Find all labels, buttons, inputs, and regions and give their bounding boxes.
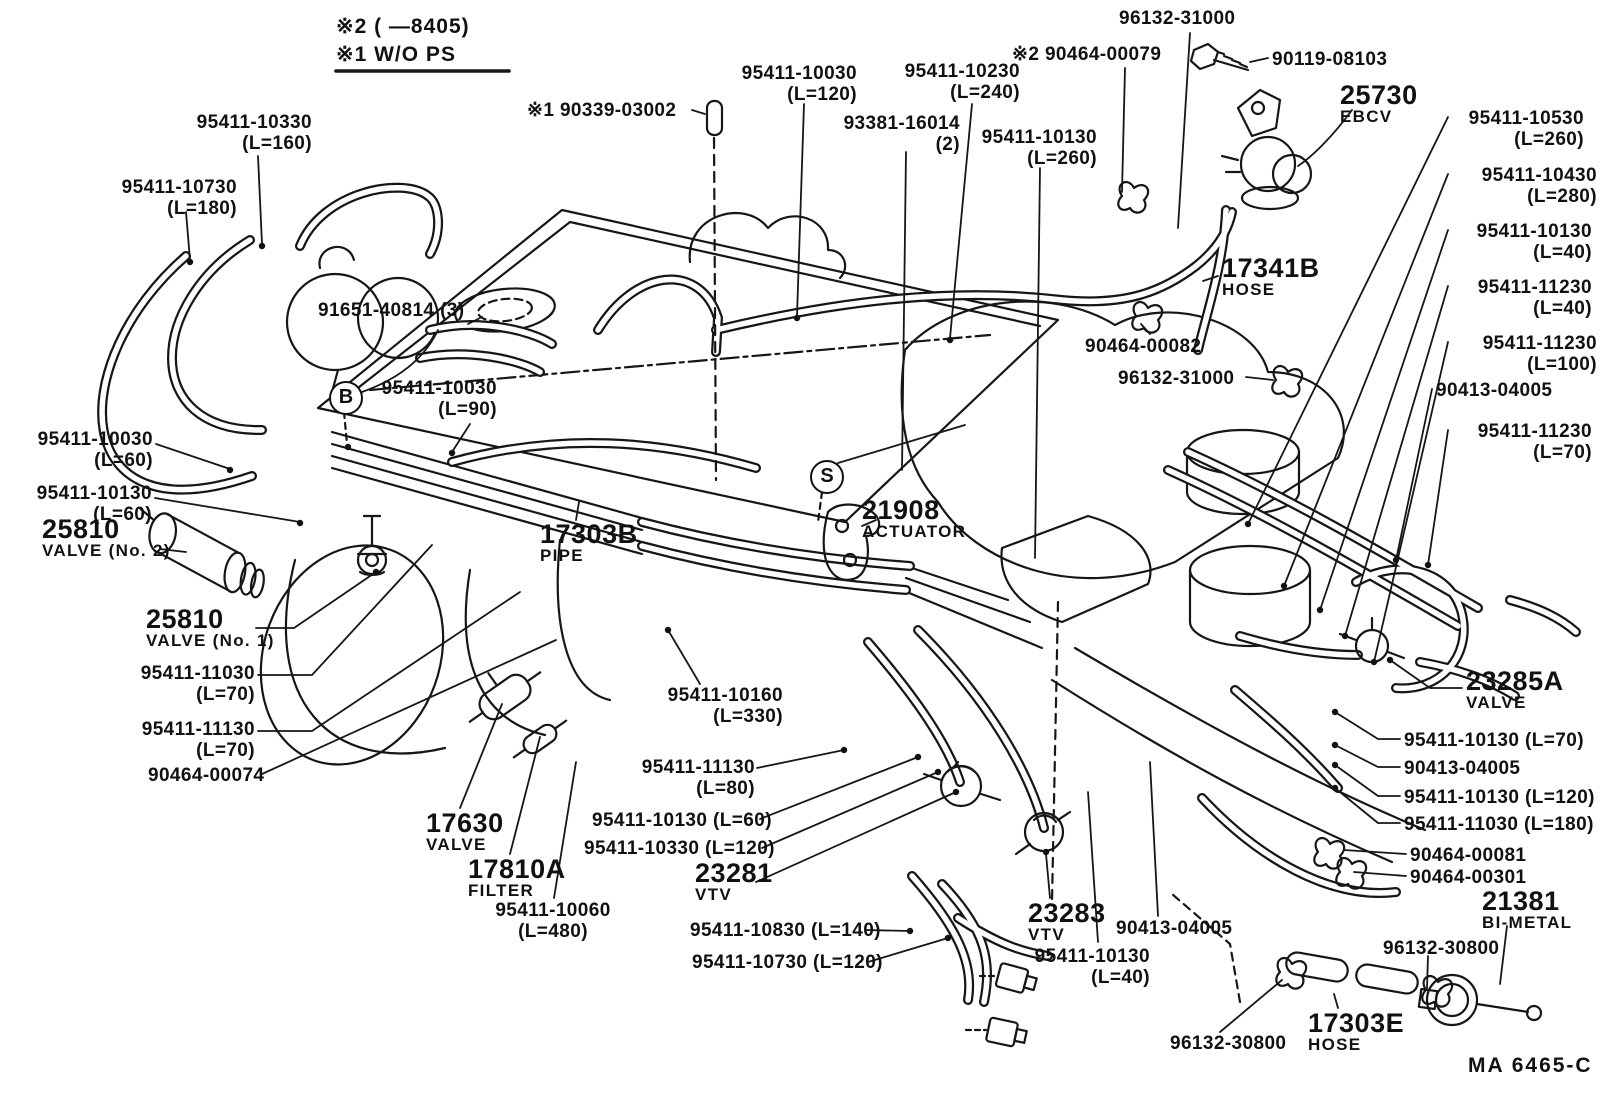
label-95411-10330-L160: 95411-10330(L=160) [196,112,312,154]
label-95411-10430-L280: 95411-10430(L=280) [1481,165,1597,207]
hoses [97,182,1581,1007]
pipe-bundle [330,430,1044,650]
label-95411-11230-L70: 95411-11230(L=70) [1477,421,1592,463]
label-95411-10030-L60: 95411-10030(L=60) [37,429,153,471]
label-90464-00074: 90464-00074 [148,765,265,786]
label-90464-00082: 90464-00082 [1085,336,1202,357]
actuator-21908-drawing [822,503,881,581]
label-95411-10330-L120: 95411-10330 (L=120) [584,838,775,859]
label-95411-10830-L140: 95411-10830 (L=140) [690,920,881,941]
label-90464-00079: ※2 90464-00079 [1012,44,1162,65]
dashed-construction-lines [342,410,1242,1004]
label-90339-03002: ※1 90339-03002 [527,100,677,121]
label-95411-11030-L70: 95411-11030(L=70) [140,663,255,705]
label-95411-10060-L480: 95411-10060(L=480) [495,900,611,942]
leader-lines [154,32,1508,1033]
label-ma-code: MA 6465-C [1468,1054,1593,1077]
valve-25810-no1-drawing [356,514,388,577]
label-95411-10030-L120-top: 95411-10030(L=120) [741,63,857,105]
label-96132-31000-top: 96132-31000 [1119,8,1236,29]
label-91651-40814: 91651-40814 (3) [318,300,465,321]
bimetal-21381-drawing [1417,973,1543,1027]
note-8405: ※2 ( —8405) [336,15,470,38]
label-95411-11230-L100: 95411-11230(L=100) [1482,333,1597,375]
label-90464-00081: 90464-00081 [1410,845,1527,866]
label-95411-10530-L260: 95411-10530(L=260) [1468,108,1584,150]
label-90413-04005-right: 90413-04005 [1436,380,1553,401]
label-95411-11130-L70: 95411-11130(L=70) [141,719,255,761]
valve-17630-drawing [468,671,542,723]
grommet-90339 [705,99,724,482]
label-95411-10730-L120: 95411-10730 (L=120) [692,952,883,973]
label-95411-10030-L90: 95411-10030(L=90) [381,378,497,420]
label-90119-08103: 90119-08103 [1272,49,1388,70]
label-96132-30800-right: 96132-30800 [1383,938,1500,959]
label-96132-31000-mid: 96132-31000 [1118,368,1235,389]
plug-connectors [964,962,1038,1048]
ebcv-25730-drawing [1220,88,1313,211]
label-95411-11130-L80: 95411-11130(L=80) [641,757,755,799]
filter-17810a-drawing [512,719,568,759]
leader-dots [186,242,1432,942]
label-95411-10130-L60-left: 95411-10130(L=60) [36,483,152,525]
vtv-23281-drawing [922,760,1002,808]
label-95411-10160-L330: 95411-10160(L=330) [667,685,783,727]
valve-25810-no2-drawing [139,507,265,599]
label-95411-10130-L40-right: 95411-10130(L=40) [1476,221,1592,263]
label-90413-04005-bottom: 90413-04005 [1116,918,1233,939]
label-90464-00301: 90464-00301 [1410,867,1527,888]
label-95411-11030-L180: 95411-11030 (L=180) [1404,814,1594,835]
label-95411-10130-L70-right: 95411-10130 (L=70) [1404,730,1584,751]
label-95411-10130-L260: 95411-10130(L=260) [981,127,1097,169]
label-95411-11230-L40: 95411-11230(L=40) [1477,277,1592,319]
label-95411-10130-L60-mid: 95411-10130 (L=60) [592,810,772,831]
label-95411-10230-L240: 95411-10230(L=240) [904,61,1020,103]
callout-circle-b: B [329,381,363,415]
fuel-hose-17303e-drawing [1285,951,1419,995]
label-95411-10130-L120-right: 95411-10130 (L=120) [1404,787,1595,808]
label-96132-30800-left: 96132-30800 [1170,1033,1287,1054]
note-wo-ps: ※1 W/O PS [336,43,456,66]
label-93381-16014: 93381-16014(2) [843,113,960,155]
callout-circle-s: S [810,460,844,494]
label-90413-04005-right2: 90413-04005 [1404,758,1521,779]
label-95411-10730-L180: 95411-10730(L=180) [121,177,237,219]
bolt-90119 [1189,42,1250,72]
label-95411-10130-L40-bottom: 95411-10130(L=40) [1034,946,1150,988]
